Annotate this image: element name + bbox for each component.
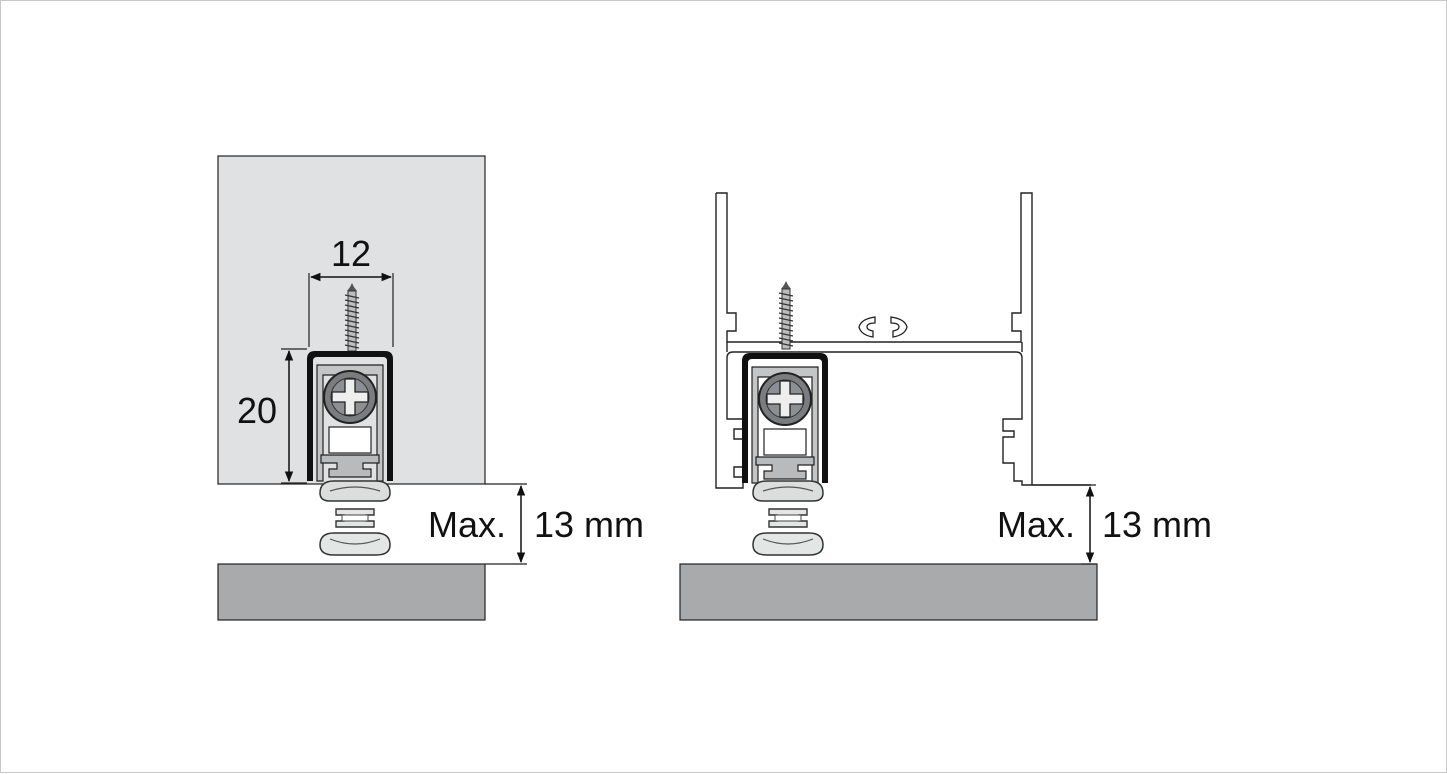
floor-threshold (679, 563, 1098, 621)
gap-label: 13 mm (534, 504, 644, 545)
left-door-section: 12 20 Max. 13 mm (217, 155, 644, 621)
seal-strip (319, 480, 391, 556)
gap-label: 13 mm (1102, 504, 1212, 545)
floor-threshold (217, 563, 486, 621)
seal-housing (741, 352, 829, 484)
aluminium-frame-profile (715, 192, 1091, 489)
gap-prefix: Max. (428, 504, 506, 545)
right-frame-section: Max. 13 mm (679, 192, 1212, 621)
seal-strip (752, 480, 824, 556)
gap-prefix: Max. (997, 504, 1075, 545)
seal-housing (306, 350, 394, 482)
width-label: 12 (331, 233, 371, 274)
clip-channel (858, 316, 908, 338)
height-label: 20 (237, 390, 277, 431)
screw-icon (778, 280, 794, 350)
